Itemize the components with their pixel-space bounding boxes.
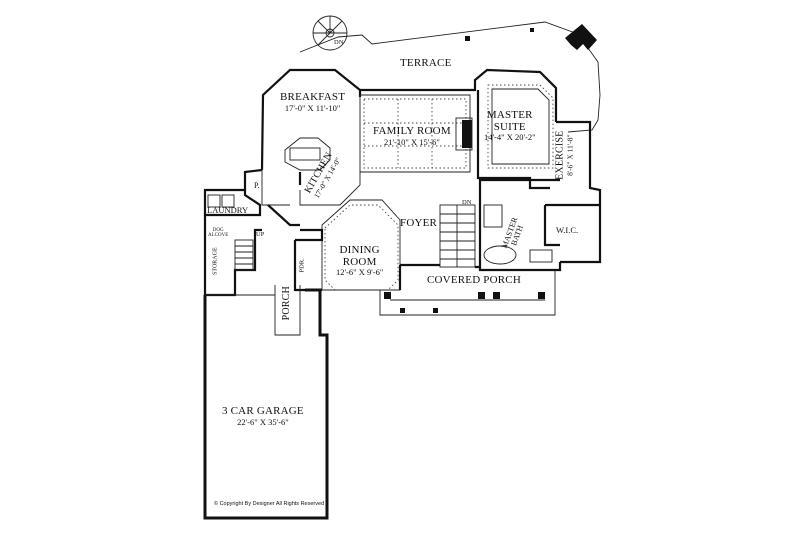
- foyer-label: FOYER: [400, 217, 438, 229]
- covered-porch-outline: [379, 270, 556, 316]
- storage-label: STORAGE: [212, 247, 219, 275]
- breakfast-label: BREAKFAST 17'-0" X 11'-10": [280, 91, 346, 113]
- exercise-label: EXERCISE 8'-6" X 11'-8": [554, 130, 575, 180]
- side-porch-outline: [274, 285, 301, 336]
- family-room-label: FAMILY ROOM 21'-10" X 15'-6": [373, 125, 451, 147]
- copyright-text: © Copyright By Designer All Rights Reser…: [214, 501, 325, 507]
- dog-alcove-label: DOG ALCOVE: [208, 228, 229, 239]
- spiral-stair: [312, 15, 348, 51]
- washer: [207, 194, 221, 208]
- master-tray-inner: [491, 88, 550, 165]
- master-bath-wall: [478, 178, 562, 272]
- foyer-stair-dn-label: DN: [462, 199, 472, 206]
- pantry-label: P.: [254, 181, 260, 190]
- kitchen-counter: [261, 170, 361, 206]
- porch-post: [400, 308, 405, 313]
- master-tray: [487, 84, 554, 169]
- terrace-post: [465, 36, 470, 41]
- kitchen-sink: [289, 147, 321, 161]
- fireplace-hearth: [455, 117, 473, 151]
- stair-up-label: UP: [256, 231, 265, 238]
- terrace-post: [530, 28, 534, 32]
- dining-room-label: DINING ROOM 12'-6" X 9'-6": [336, 244, 384, 278]
- terrace-fireplace: [565, 24, 597, 50]
- north-wall: [360, 68, 558, 122]
- terrace-stair-dn-label: DN: [334, 39, 344, 46]
- pantry-laundry-walls: [203, 168, 263, 217]
- terrace-label: TERRACE: [400, 57, 452, 69]
- family-fireplace: [462, 120, 472, 148]
- bathtub: [483, 245, 517, 265]
- stair-up: [234, 239, 254, 271]
- shower: [483, 204, 503, 228]
- front-wall: [398, 263, 480, 290]
- porch-post: [478, 292, 485, 299]
- dining-room-walls: [324, 204, 399, 291]
- garage-walls: [203, 288, 329, 520]
- porch-post: [538, 292, 545, 299]
- garage-label: 3 CAR GARAGE 22'-6" X 35'-6": [222, 405, 304, 427]
- dryer: [221, 194, 235, 208]
- porch-post: [433, 308, 438, 313]
- laundry-label: LAUNDRY: [207, 205, 249, 215]
- foyer-stair: [439, 204, 476, 268]
- powder-label: PDR.: [298, 258, 306, 273]
- family-room-wall: [359, 94, 471, 173]
- wic-label: W.I.C.: [556, 225, 579, 235]
- covered-porch-label: COVERED PORCH: [427, 274, 521, 286]
- vanity: [529, 249, 553, 263]
- kitchen-island: [284, 137, 331, 171]
- porch-post: [384, 292, 391, 299]
- porch-label: PORCH: [280, 286, 292, 321]
- exercise-walls: [556, 120, 602, 264]
- breakfast-walls: [260, 68, 362, 171]
- master-suite-inner: [476, 90, 550, 190]
- kitchen-angled-wall: [267, 172, 302, 227]
- wic-walls: [543, 203, 600, 247]
- master-suite-label: MASTER SUITE 14'-4" X 20'-2": [484, 109, 536, 143]
- porch-post: [493, 292, 500, 299]
